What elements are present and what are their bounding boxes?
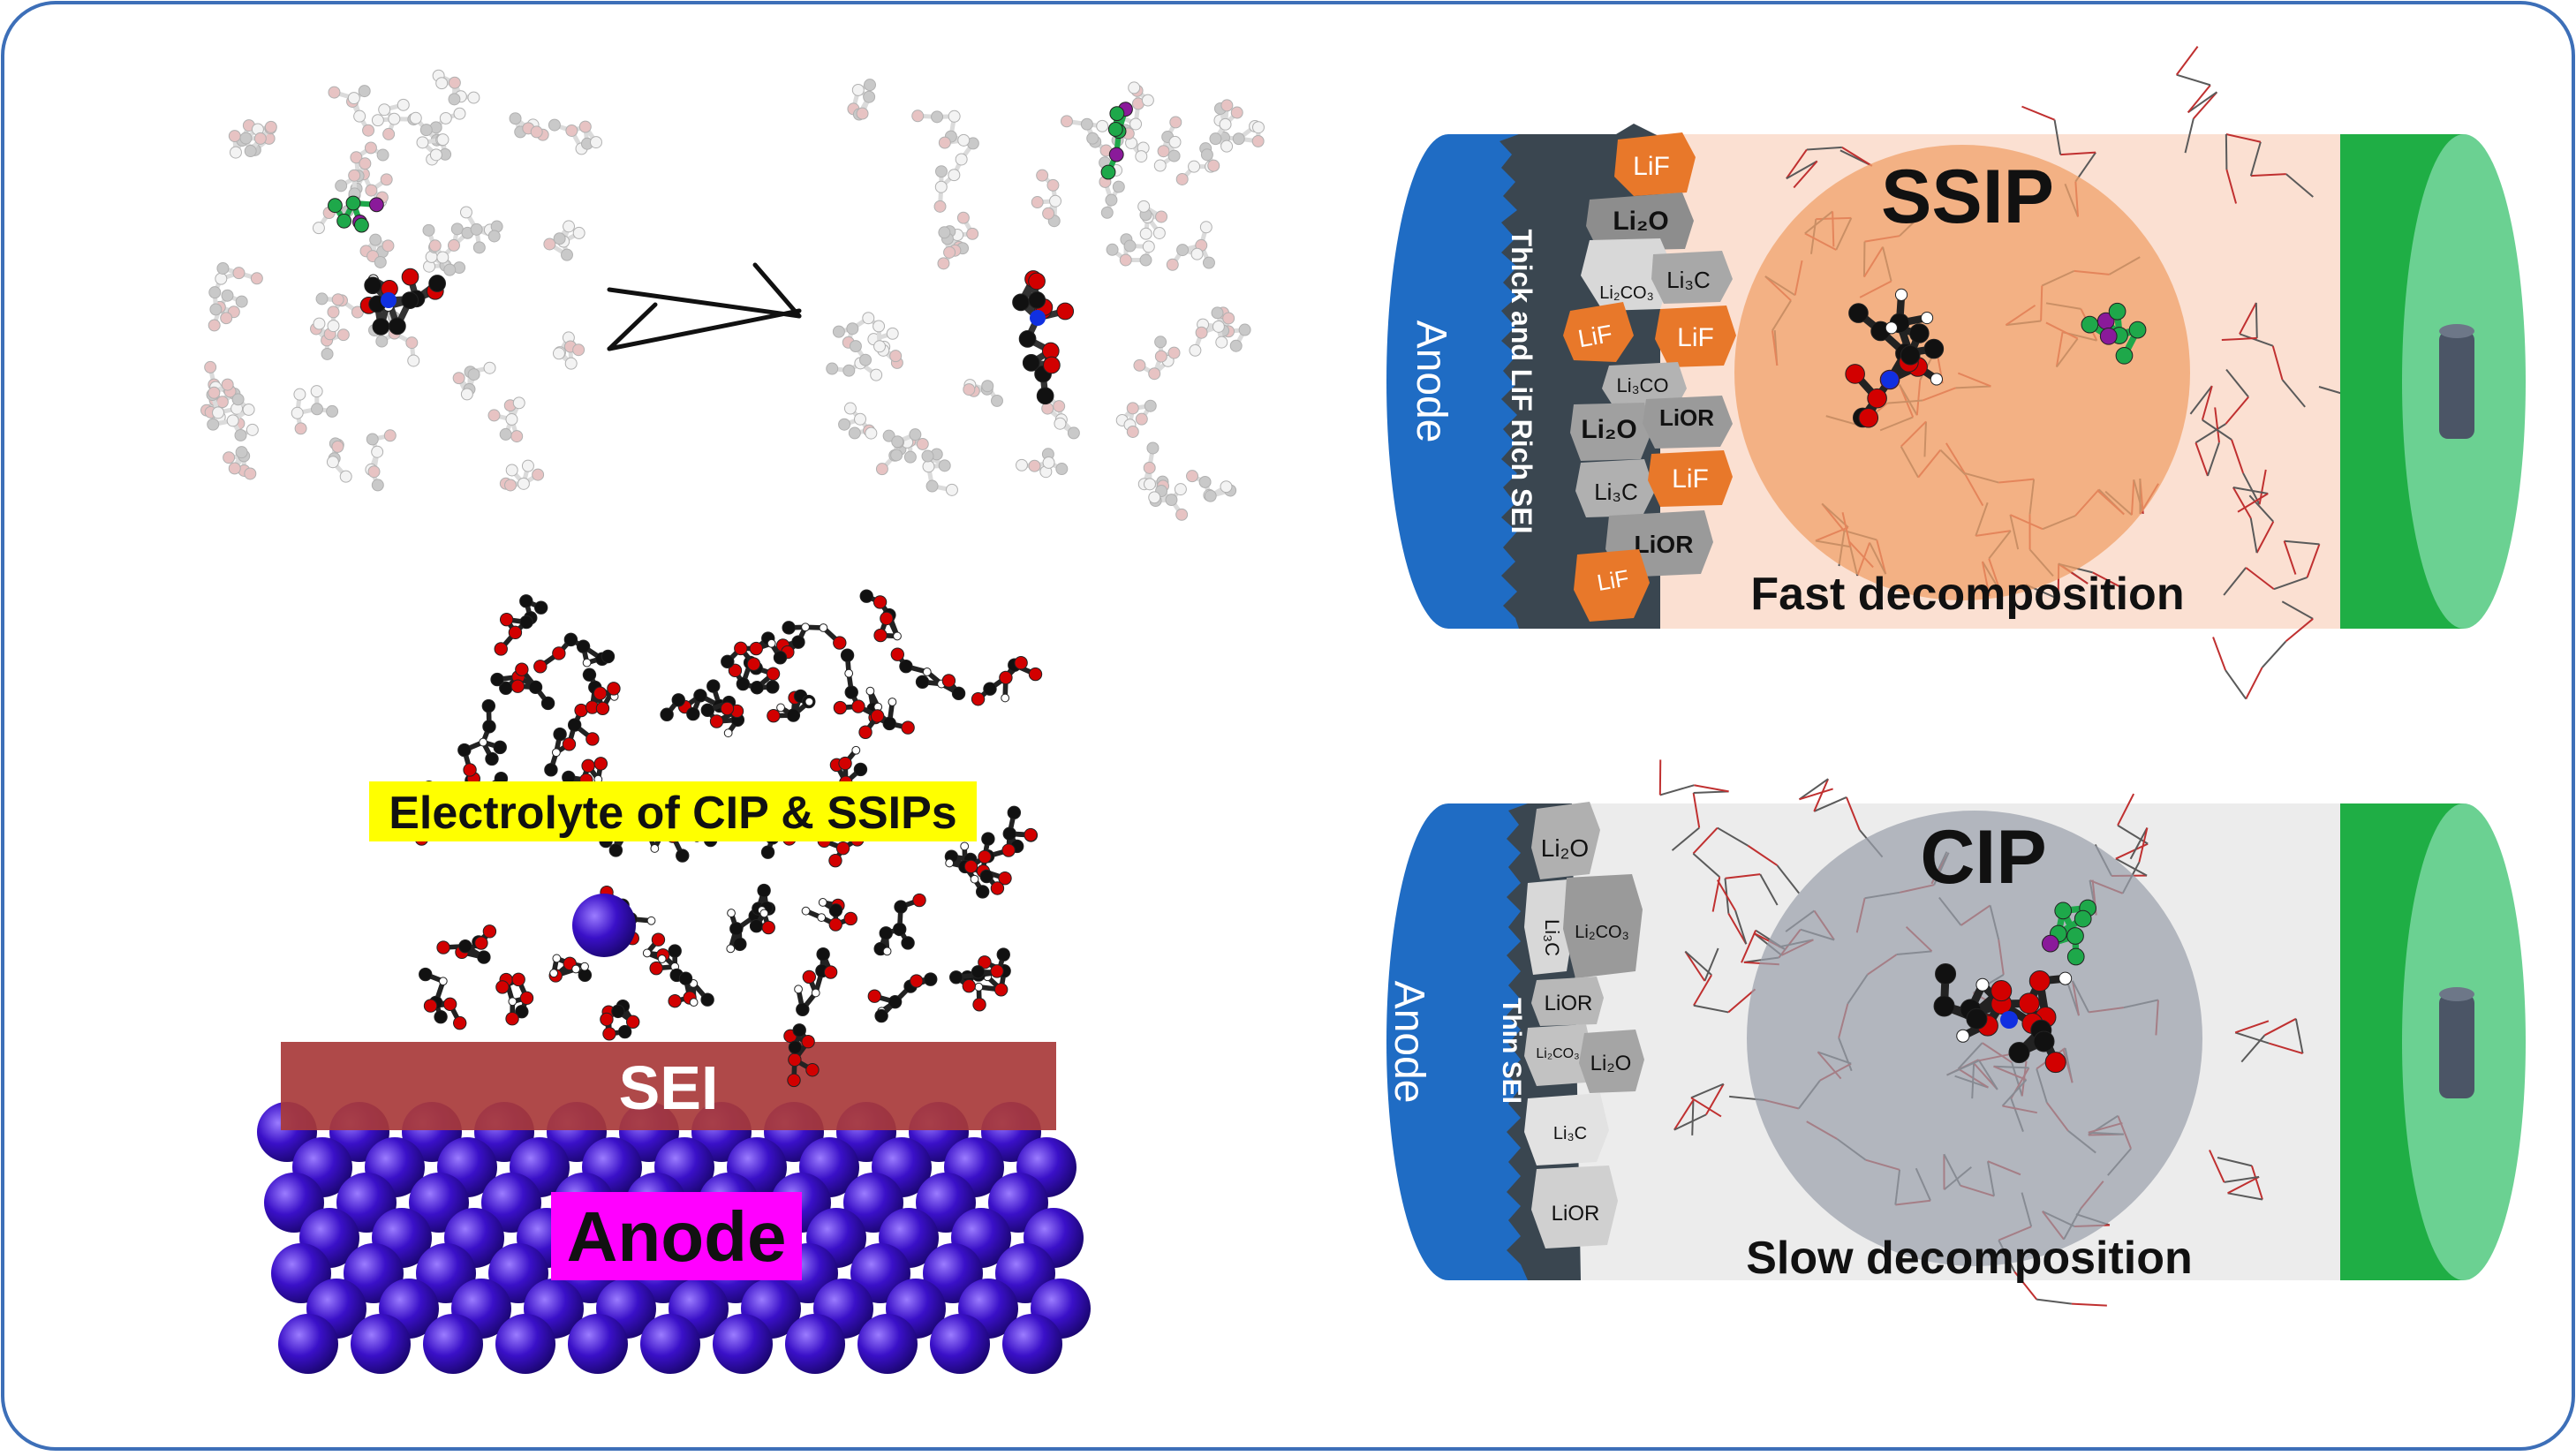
cip-chunk-li2o-1-label: Li₂O xyxy=(1541,834,1589,862)
ssip-chunk-lif-1-label: LiF xyxy=(1633,152,1670,181)
md-anode-label: Anode xyxy=(567,1197,787,1276)
ssip-chunk-lior-2-label: LiOR xyxy=(1635,531,1694,558)
cip-cell: Anode Thin SEI Li₂O Li₃C Li₂CO₃ LiOR Li₂… xyxy=(1386,759,2526,1305)
li-ion-ball xyxy=(572,894,636,957)
cip-anode-label: Anode xyxy=(1386,981,1432,1104)
ssip-sphere-label: SSIP xyxy=(1881,155,2054,239)
ssip-chunk-lif-3-label: LiF xyxy=(1677,323,1714,352)
ssip-chunk-lior-1-label: LiOR xyxy=(1659,404,1714,431)
cip-chunk-li2co3-2-label: Li₂CO₃ xyxy=(1536,1046,1579,1061)
ssip-terminal xyxy=(2439,331,2474,439)
sei-slab-label: SEI xyxy=(619,1053,719,1122)
ssip-cell: Anode Thick and LiF Rich SEI LiF Li₂O Li… xyxy=(1386,47,2526,699)
cip-caption: Slow decomposition xyxy=(1746,1233,2193,1284)
ssip-chunk-li3c-1-label: Li₃C xyxy=(1666,267,1711,293)
ssip-sei-label: Thick and LiF Rich SEI xyxy=(1506,230,1537,534)
cip-chunk-li2o-2-label: Li₂O xyxy=(1590,1052,1632,1075)
ssip-caption: Fast decomposition xyxy=(1750,569,2184,620)
cip-chunk-lior-2-label: LiOR xyxy=(1552,1202,1600,1226)
cip-sphere-label: CIP xyxy=(1920,815,2046,900)
electrolyte-label: Electrolyte of CIP & SSIPs xyxy=(389,788,956,839)
cip-chunk-li3c-1-label: Li₃C xyxy=(1541,919,1563,956)
ssip-chunk-li2co3-label: Li₂CO₃ xyxy=(1599,283,1653,303)
cip-chunk-li3c-2-label: Li₃C xyxy=(1553,1124,1587,1143)
ssip-chunk-li3c-2-label: Li₃C xyxy=(1594,479,1638,505)
ssip-chunk-lif-4-label: LiF xyxy=(1672,464,1709,494)
ssip-terminal-cap xyxy=(2439,324,2474,338)
cip-terminal xyxy=(2439,994,2474,1098)
ssip-chunk-li2o-2-label: Li₂O xyxy=(1581,415,1636,444)
ssip-chunk-lif-5-label: LiF xyxy=(1595,564,1631,596)
ssip-chunk-li3co-label: Li₃CO xyxy=(1616,374,1668,396)
cip-terminal-cap xyxy=(2439,987,2474,1001)
ssip-anode-label: Anode xyxy=(1408,321,1454,443)
cip-chunk-lior-1-label: LiOR xyxy=(1545,992,1593,1015)
cip-sei-label: Thin SEI xyxy=(1497,998,1526,1104)
ssip-chunk-li2o-1-label: Li₂O xyxy=(1613,207,1668,236)
cip-chunk-li2co3-1-label: Li₂CO₃ xyxy=(1575,923,1628,942)
